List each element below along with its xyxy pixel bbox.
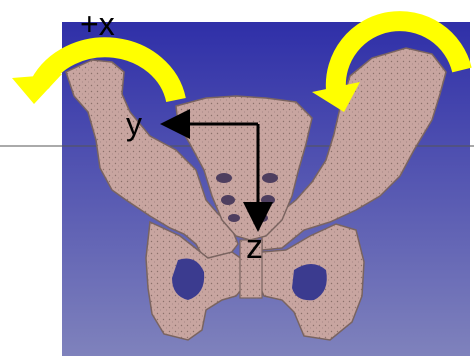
rotation-label: +x <box>80 8 115 40</box>
y-axis-label: y <box>126 108 142 140</box>
z-axis-label: z <box>246 230 263 264</box>
